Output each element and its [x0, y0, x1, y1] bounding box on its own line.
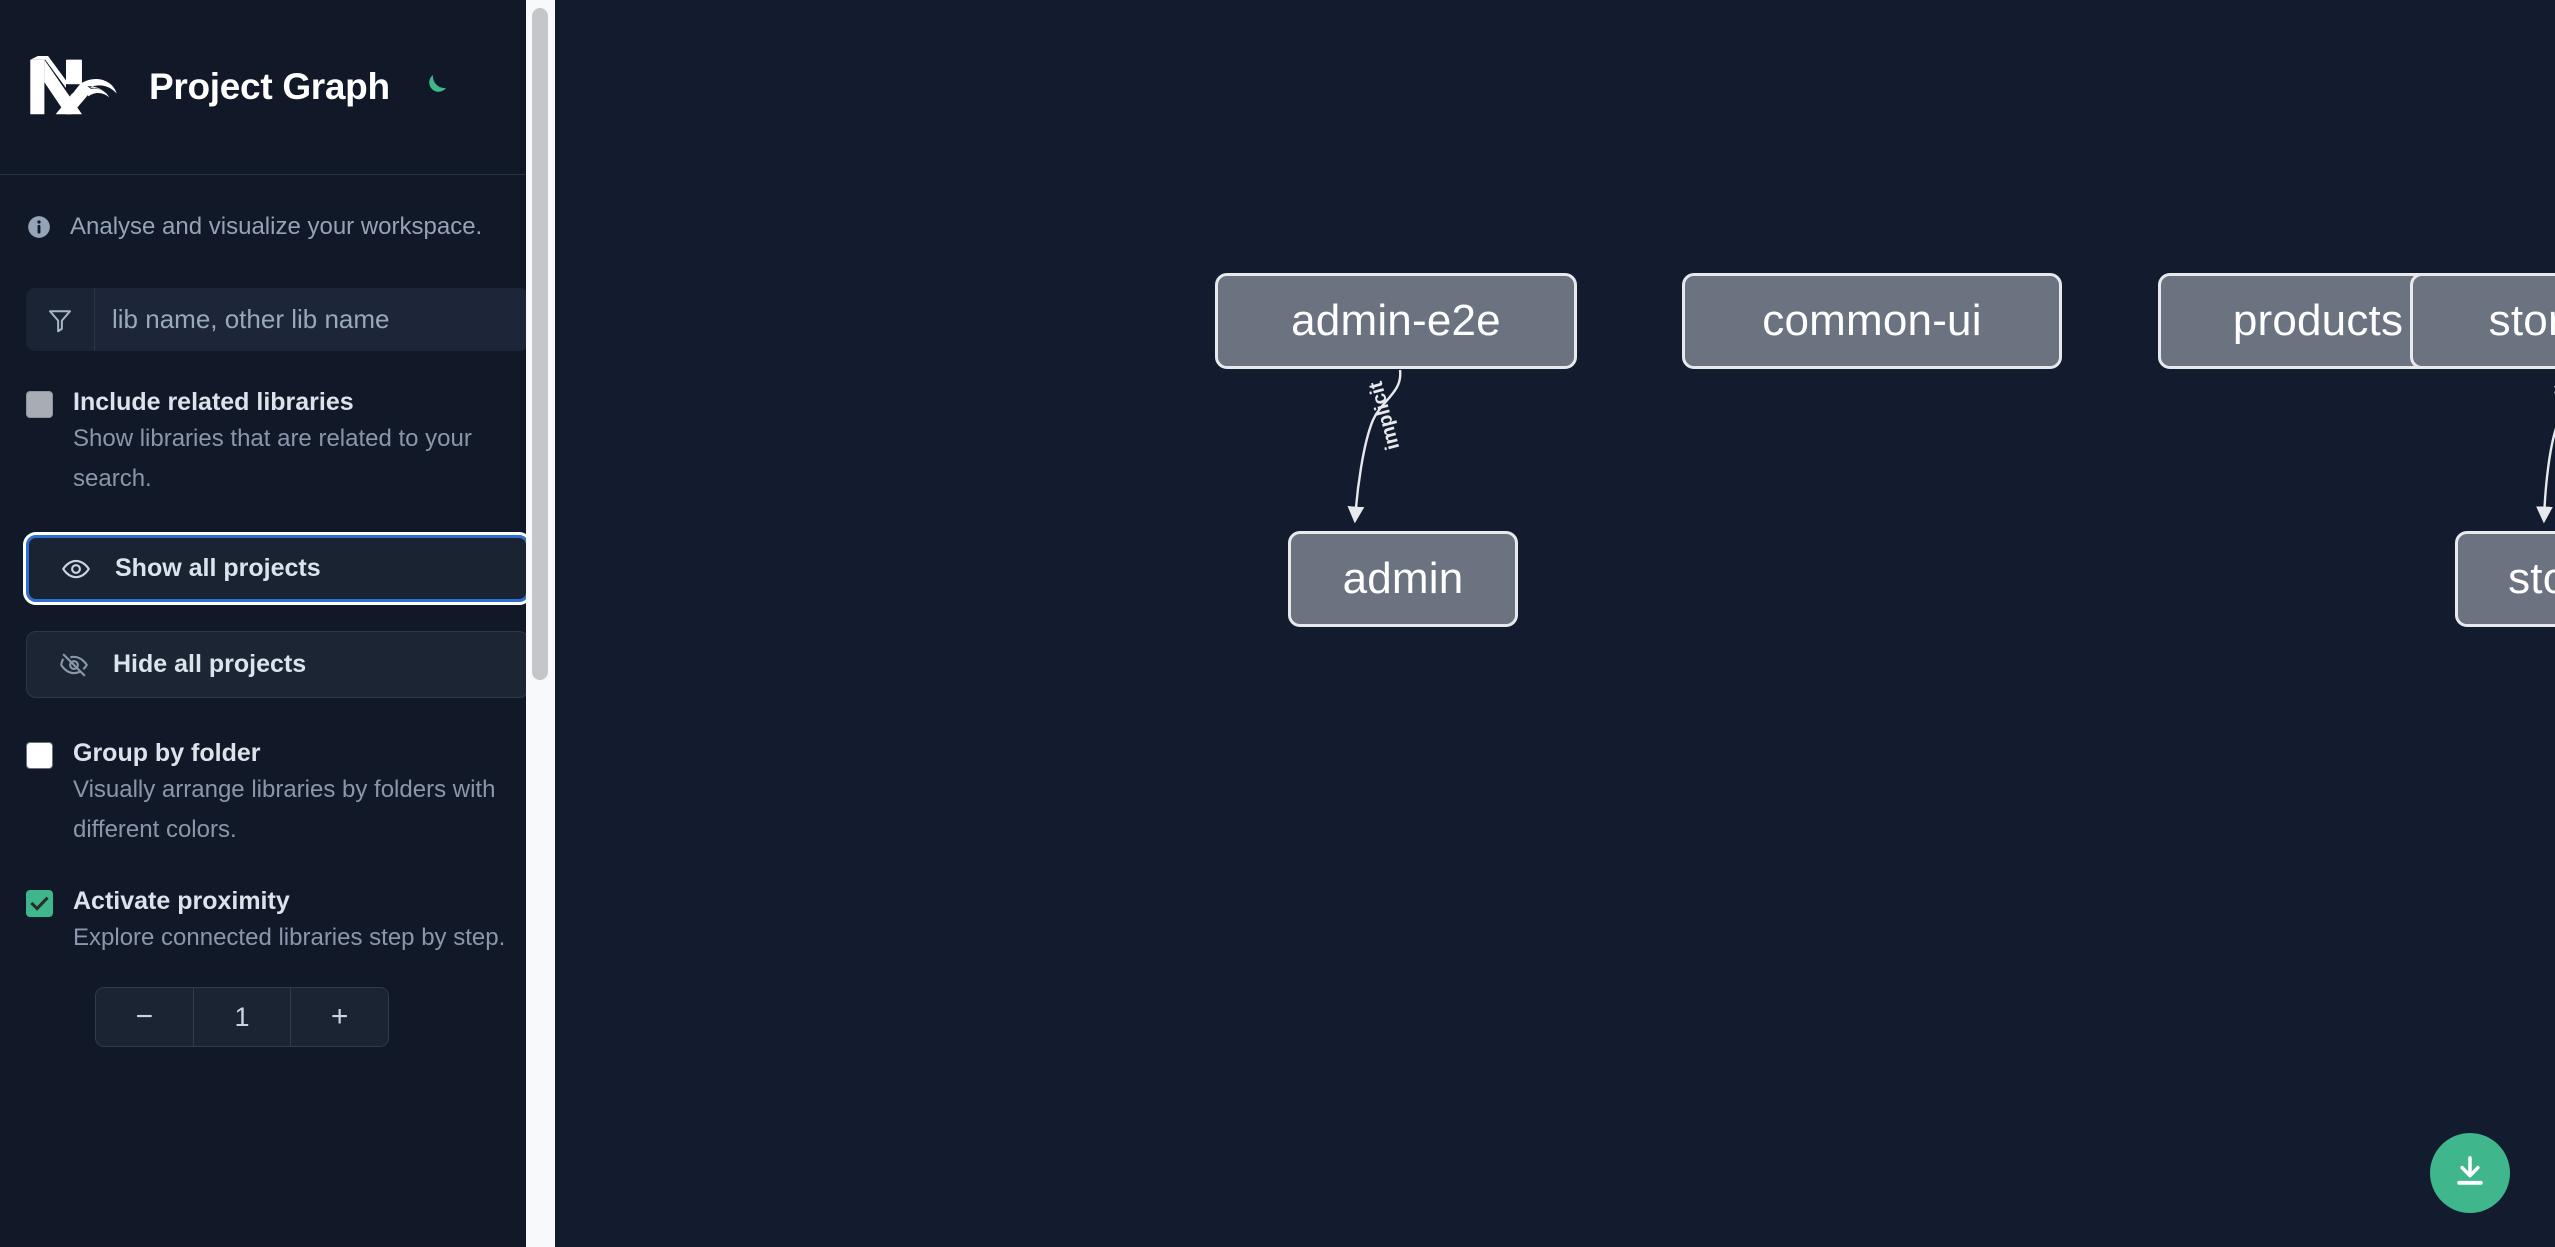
eye-off-icon [57, 648, 91, 682]
option-label: Group by folder [73, 739, 261, 767]
option-description: Show libraries that are related to your … [73, 425, 472, 492]
group-by-folder-checkbox[interactable] [26, 742, 53, 769]
sidebar-content: Project Graph Analyse and visualize yo [0, 0, 555, 1247]
stepper-value: 1 [192, 988, 292, 1046]
stepper-increment-button[interactable]: + [291, 988, 388, 1046]
include-related-libraries-checkbox [26, 391, 53, 418]
workspace-info-text: Analyse and visualize your workspace. [70, 213, 483, 240]
show-all-projects-button[interactable]: Show all projects [23, 532, 532, 605]
page-title: Project Graph [149, 66, 390, 107]
sidebar-header: Project Graph [0, 0, 555, 175]
activate-proximity-checkbox[interactable] [26, 890, 53, 917]
sidebar-scrollbar-track[interactable] [526, 0, 555, 1247]
nx-logo [26, 56, 121, 118]
filter-field[interactable] [26, 288, 529, 351]
hide-all-projects-label: Hide all projects [113, 650, 307, 678]
option-label: Include related libraries [73, 388, 354, 416]
moon-icon[interactable] [416, 69, 452, 105]
option-text: Activate proximity Explore connected lib… [73, 884, 505, 958]
graph-canvas[interactable]: implicit implicit admin-e2e common-ui pr… [555, 0, 2555, 1247]
workspace-info: Analyse and visualize your workspace. [0, 175, 555, 241]
download-icon [2450, 1152, 2490, 1195]
sidebar: Project Graph Analyse and visualize yo [0, 0, 555, 1247]
option-activate-proximity[interactable]: Activate proximity Explore connected lib… [0, 884, 555, 958]
funnel-icon [26, 288, 95, 351]
sidebar-scrollbar-thumb[interactable] [532, 8, 548, 680]
proximity-stepper: − 1 + [95, 987, 389, 1047]
graph-node-store[interactable]: store [2455, 531, 2555, 627]
option-description: Explore connected libraries step by step… [73, 924, 506, 951]
graph-node-store-e2e[interactable]: store-e2e [2410, 273, 2555, 369]
download-image-button[interactable] [2430, 1133, 2510, 1213]
eye-icon [59, 552, 93, 586]
graph-node-common-ui[interactable]: common-ui [1682, 273, 2062, 369]
graph-node-admin[interactable]: admin [1288, 531, 1518, 627]
option-description: Visually arrange libraries by folders wi… [73, 776, 496, 843]
option-text: Group by folder Visually arrange librari… [73, 736, 513, 850]
info-icon [26, 214, 52, 240]
graph-node-admin-e2e[interactable]: admin-e2e [1215, 273, 1577, 369]
search-input[interactable] [95, 288, 529, 351]
show-all-projects-label: Show all projects [115, 554, 321, 582]
stepper-decrement-button[interactable]: − [96, 988, 193, 1046]
option-group-by-folder[interactable]: Group by folder Visually arrange librari… [0, 736, 555, 850]
option-text: Include related libraries Show libraries… [73, 385, 513, 499]
graph-edges [1347, 369, 2555, 524]
option-include-related-libraries[interactable]: Include related libraries Show libraries… [0, 385, 555, 499]
hide-all-projects-button[interactable]: Hide all projects [26, 631, 529, 698]
option-label: Activate proximity [73, 887, 290, 915]
